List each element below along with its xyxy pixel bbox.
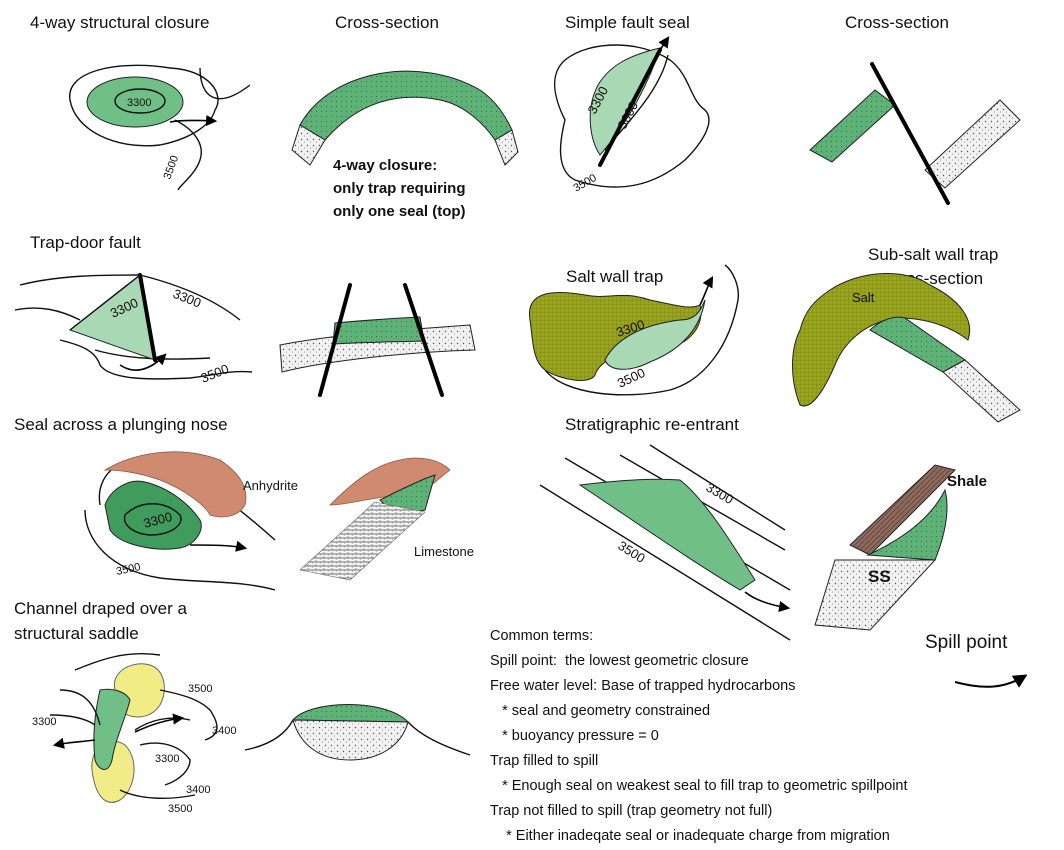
- plunging-nose-map: [85, 452, 275, 590]
- label-spill-point: Spill point: [925, 632, 1008, 653]
- contour-label-3500-channel-top: 3500: [188, 683, 212, 695]
- title-channel-line-2: structural saddle: [14, 624, 139, 643]
- anticline-cross-section: [292, 71, 518, 165]
- term-fwl-note-1: * seal and geometry constrained: [490, 703, 710, 719]
- note-four-way-line-3: only one seal (top): [333, 203, 466, 220]
- stratigraphic-reentrant-map: [540, 445, 790, 640]
- shale-ss-cross-section: [815, 465, 955, 630]
- contour-label-3300-channel-mid: 3300: [155, 753, 179, 765]
- contour-label-3400-channel-top: 3400: [212, 725, 236, 737]
- title-trap-door-fault: Trap-door fault: [30, 233, 141, 252]
- label-anhydrite: Anhydrite: [243, 478, 298, 493]
- title-cross-section-2: Cross-section: [845, 13, 949, 32]
- plunging-nose-cross-section: [300, 458, 450, 580]
- title-simple-fault-seal: Simple fault seal: [565, 13, 690, 32]
- contour-label-3500-trapdoor: 3500: [199, 361, 231, 386]
- label-ss: SS: [868, 567, 891, 586]
- title-channel-line-1: Channel draped over a: [14, 599, 188, 618]
- term-free-water-level: Free water level: Base of trapped hydroc…: [490, 678, 795, 694]
- fault-block-cross-section: [810, 64, 1020, 203]
- channel-saddle-map: [50, 654, 217, 803]
- label-limestone: Limestone: [414, 544, 474, 559]
- channel-cross-section: [245, 705, 470, 761]
- contour-label-3300: 3300: [127, 97, 151, 109]
- term-spill-point: Spill point: the lowest geometric closur…: [490, 653, 749, 669]
- contour-label-3500-fault: 3500: [572, 172, 599, 195]
- title-plunging-nose: Seal across a plunging nose: [14, 415, 228, 434]
- common-terms-legend: Common terms: Spill point: the lowest ge…: [490, 628, 908, 844]
- title-sub-salt-1: Sub-salt wall trap: [868, 245, 998, 264]
- four-way-closure-map: [70, 65, 250, 190]
- trap-door-fault-map: [15, 275, 252, 379]
- contour-label-3500: 3500: [162, 154, 182, 181]
- contour-label-3400-channel-bottom: 3400: [186, 784, 210, 796]
- label-shale: Shale: [947, 473, 987, 490]
- term-filled-to-spill: Trap filled to spill: [490, 753, 598, 769]
- contour-label-3300-strat: 3300: [704, 480, 737, 507]
- title-four-way-closure: 4-way structural closure: [30, 13, 210, 32]
- title-cross-section-1: Cross-section: [335, 13, 439, 32]
- contour-label-3300-trapdoor-2: 3300: [171, 286, 203, 311]
- term-fwl-note-2: * buoyancy pressure = 0: [490, 728, 659, 744]
- term-not-filled: Trap not filled to spill (trap geometry …: [490, 803, 772, 819]
- note-four-way-line-1: 4-way closure:: [333, 157, 437, 174]
- spill-point-arrow-icon: [955, 676, 1025, 687]
- term-filled-note: * Enough seal on weakest seal to fill tr…: [490, 778, 908, 794]
- contour-label-3500-strat: 3500: [615, 538, 647, 566]
- contour-label-3300-channel-left: 3300: [32, 716, 56, 728]
- title-salt-wall-trap: Salt wall trap: [566, 267, 663, 286]
- note-four-way-line-2: only trap requiring: [333, 180, 466, 197]
- term-not-filled-note: * Either inadeqate seal or inadequate ch…: [490, 828, 890, 844]
- title-stratigraphic-reentrant: Stratigraphic re-entrant: [565, 415, 739, 434]
- label-salt: Salt: [852, 290, 875, 305]
- common-terms-heading: Common terms:: [490, 628, 593, 644]
- trap-door-cross-section: [280, 285, 475, 395]
- sub-salt-cross-section: [793, 274, 1021, 422]
- contour-label-3500-channel-bottom: 3500: [168, 803, 192, 815]
